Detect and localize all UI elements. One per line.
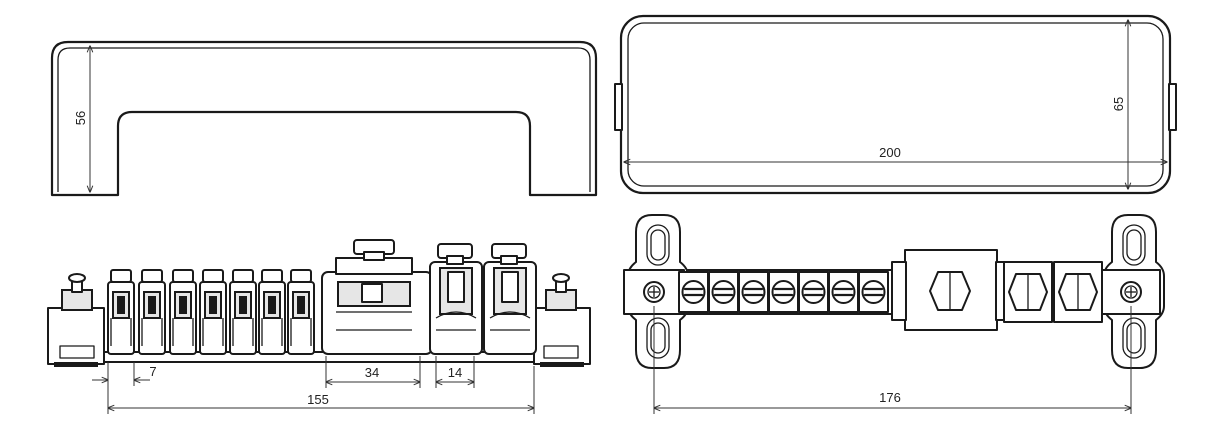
terminal-screw (738, 271, 769, 313)
small-terminal (199, 269, 227, 355)
small-terminal (107, 269, 135, 355)
terminal-screw (768, 271, 799, 313)
dimension-terminal-pitch-label: 7 (149, 364, 156, 379)
small-terminal (258, 269, 286, 355)
busbar-top-view (623, 214, 1165, 369)
terminal-screw (798, 271, 829, 313)
small-terminal (229, 269, 257, 355)
large-clamps-top (1003, 261, 1103, 323)
cover-front-view (50, 40, 598, 197)
dimension-cover-length-label: 200 (879, 145, 901, 160)
small-terminal (138, 269, 166, 355)
dimension-bar-length: 155 (108, 366, 534, 414)
terminal-screw (678, 271, 709, 313)
dimension-clamp-width-label: 14 (448, 365, 462, 380)
small-terminals (107, 269, 315, 355)
dimension-mounting-distance-label: 176 (879, 390, 901, 405)
right-mounting-bracket (1099, 214, 1165, 369)
small-terminal (169, 269, 197, 355)
left-mounting-bracket (623, 214, 689, 369)
dimension-cover-length: 200 (624, 145, 1167, 162)
dimension-mounting-distance: 176 (654, 306, 1131, 414)
small-terminal-screws (678, 271, 889, 313)
large-clamps (429, 243, 537, 355)
dimension-cover-depth-label: 65 (1111, 97, 1126, 111)
large-clamp-top (1053, 261, 1103, 323)
dimension-clamp-width: 14 (436, 356, 474, 388)
busbar-side-view (47, 239, 591, 367)
large-clamp-top (1003, 261, 1053, 323)
large-clamp (429, 243, 483, 355)
small-terminal (287, 269, 315, 355)
dimension-terminal-pitch: 7 (92, 362, 157, 386)
left-end-support (47, 273, 105, 367)
terminal-screw (708, 271, 739, 313)
terminal-screw (858, 271, 889, 313)
right-end-support (533, 273, 591, 367)
dimension-block-width: 34 (326, 356, 420, 388)
dimension-cover-height-label: 56 (73, 111, 88, 125)
large-clamp (483, 243, 537, 355)
central-block (321, 239, 433, 355)
cover-top-view (614, 14, 1177, 195)
central-block-top (891, 249, 1011, 331)
dimension-bar-length-label: 155 (307, 392, 329, 407)
dimension-cover-depth: 65 (1111, 20, 1128, 189)
dimension-cover-height: 56 (73, 46, 90, 192)
dimension-block-width-label: 34 (365, 365, 379, 380)
terminal-screw (828, 271, 859, 313)
